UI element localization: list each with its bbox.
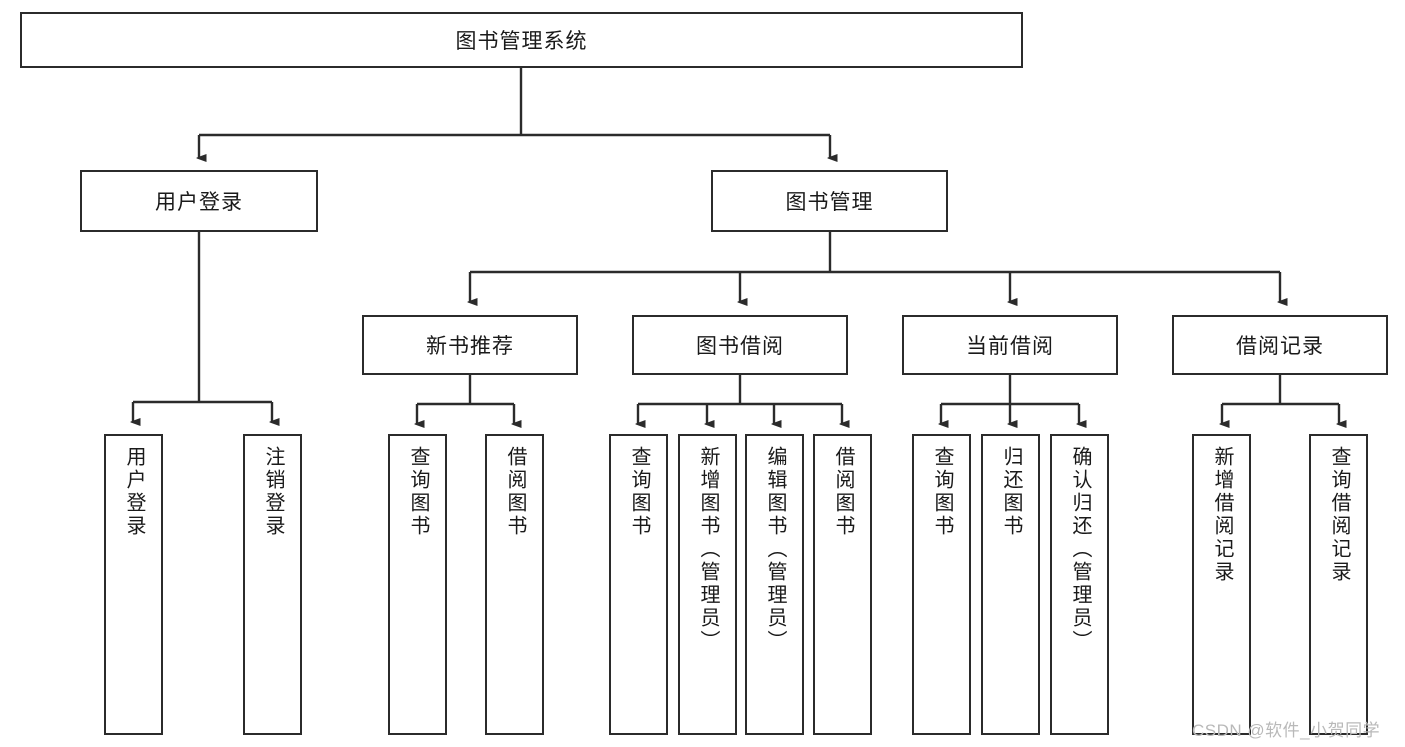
node-leaf-user-login-label: 用户登录 (123, 446, 145, 538)
node-leaf-add-book-label: 新增图书（管理员） (697, 446, 719, 653)
node-new-book-recommend-label: 新书推荐 (426, 335, 514, 358)
node-leaf-add-book[interactable]: 新增图书（管理员） (678, 434, 737, 735)
node-leaf-query-book-1[interactable]: 查询图书 (388, 434, 447, 735)
node-leaf-edit-book[interactable]: 编辑图书（管理员） (745, 434, 804, 735)
node-new-book-recommend[interactable]: 新书推荐 (362, 315, 578, 375)
node-leaf-confirm-return[interactable]: 确认归还（管理员） (1050, 434, 1109, 735)
node-borrow-record-label: 借阅记录 (1236, 335, 1324, 358)
node-user-login[interactable]: 用户登录 (80, 170, 318, 232)
node-current-borrow[interactable]: 当前借阅 (902, 315, 1118, 375)
node-leaf-logout[interactable]: 注销登录 (243, 434, 302, 735)
node-book-borrow[interactable]: 图书借阅 (632, 315, 848, 375)
node-leaf-query-book-1-label: 查询图书 (407, 446, 429, 538)
node-leaf-query-book-2[interactable]: 查询图书 (609, 434, 668, 735)
node-leaf-borrow-book-1-label: 借阅图书 (504, 446, 526, 538)
node-leaf-borrow-book-1[interactable]: 借阅图书 (485, 434, 544, 735)
node-leaf-add-record-label: 新增借阅记录 (1211, 446, 1233, 584)
csdn-watermark: CSDN @软件_小贺同学 (1192, 721, 1381, 740)
node-leaf-logout-label: 注销登录 (262, 446, 284, 538)
node-root[interactable]: 图书管理系统 (20, 12, 1023, 68)
node-borrow-record[interactable]: 借阅记录 (1172, 315, 1388, 375)
node-leaf-confirm-return-label: 确认归还（管理员） (1069, 446, 1091, 653)
node-leaf-add-record[interactable]: 新增借阅记录 (1192, 434, 1251, 735)
node-leaf-query-book-2-label: 查询图书 (628, 446, 650, 538)
node-leaf-edit-book-label: 编辑图书（管理员） (764, 446, 786, 653)
node-leaf-return-book-label: 归还图书 (1000, 446, 1022, 538)
node-book-management-label: 图书管理 (785, 191, 874, 214)
node-book-borrow-label: 图书借阅 (696, 335, 784, 358)
node-leaf-borrow-book-2-label: 借阅图书 (832, 446, 854, 538)
node-leaf-user-login[interactable]: 用户登录 (104, 434, 163, 735)
node-leaf-query-book-3[interactable]: 查询图书 (912, 434, 971, 735)
node-leaf-query-book-3-label: 查询图书 (931, 446, 953, 538)
node-user-login-label: 用户登录 (155, 191, 243, 214)
node-leaf-return-book[interactable]: 归还图书 (981, 434, 1040, 735)
node-leaf-query-record-label: 查询借阅记录 (1328, 446, 1350, 584)
node-current-borrow-label: 当前借阅 (966, 335, 1054, 358)
node-root-label: 图书管理系统 (455, 30, 588, 53)
node-leaf-borrow-book-2[interactable]: 借阅图书 (813, 434, 872, 735)
node-leaf-query-record[interactable]: 查询借阅记录 (1309, 434, 1368, 735)
node-book-management[interactable]: 图书管理 (711, 170, 948, 232)
